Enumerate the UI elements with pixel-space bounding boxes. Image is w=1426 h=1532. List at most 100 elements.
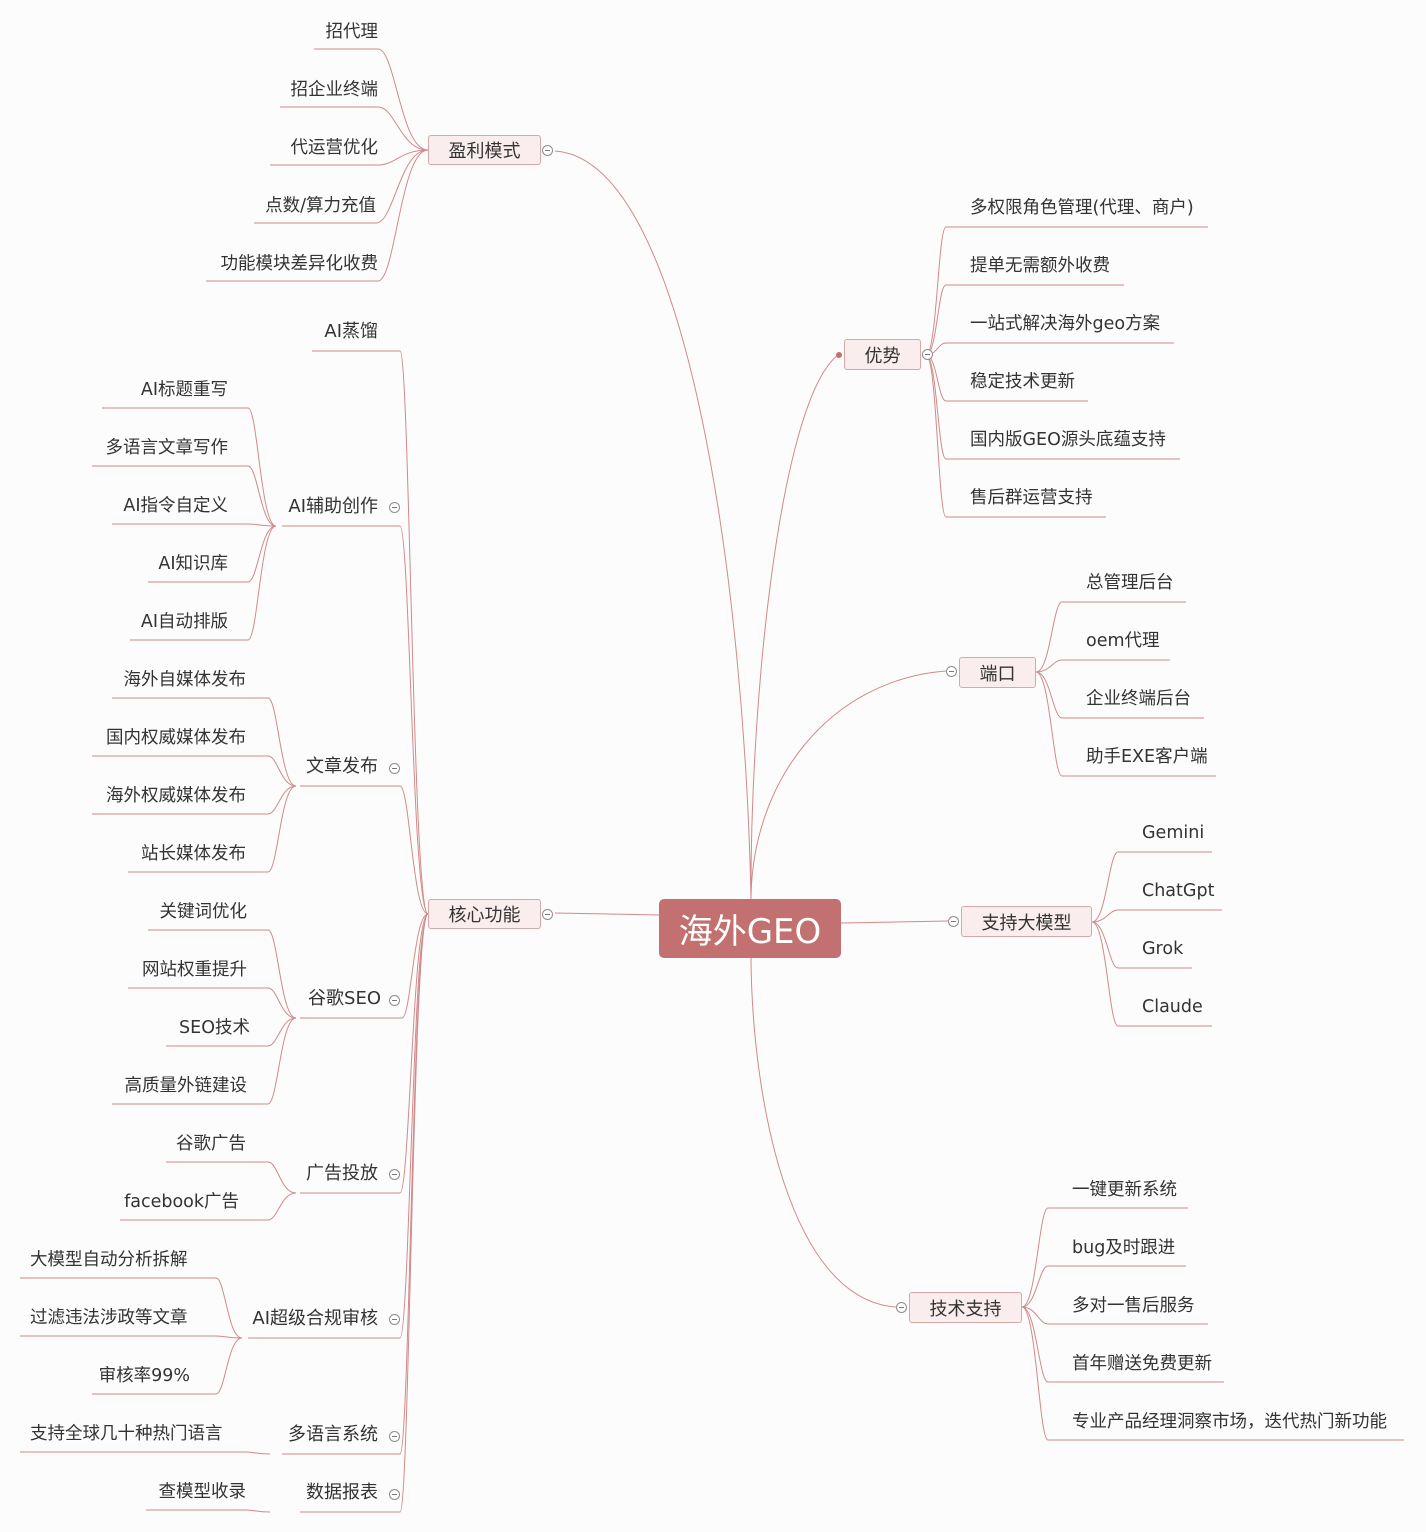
audit-item: 大模型自动分析拆解 <box>30 1250 188 1270</box>
profit-item: 代运营优化 <box>290 138 379 158</box>
trunk-connector <box>750 670 947 900</box>
collapse-ports-icon[interactable] <box>946 666 957 677</box>
collapse-advantage-icon[interactable] <box>922 349 933 360</box>
trunk-connector <box>840 920 949 924</box>
collapse-multilang-icon[interactable] <box>389 1431 400 1442</box>
branch-profit-node[interactable]: 盈利模式 <box>428 135 541 165</box>
leaf-connector <box>925 226 1208 356</box>
assist-item: AI标题重写 <box>140 380 228 400</box>
collapse-support-icon[interactable] <box>896 1302 907 1313</box>
leaf-connector <box>248 913 429 1339</box>
leaf-connector <box>1021 1207 1188 1308</box>
advantage-item: 一站式解决海外geo方案 <box>970 314 1161 334</box>
leaf-connector <box>148 525 277 583</box>
publish-item: 海外自媒体发布 <box>123 670 247 690</box>
leaf-connector <box>120 1192 297 1221</box>
leaf-connector <box>1091 851 1212 923</box>
collapse-assist-icon[interactable] <box>389 502 400 513</box>
support-item: 专业产品经理洞察市场，迭代热门新功能 <box>1072 1412 1387 1432</box>
core-seo-node[interactable]: 谷歌SEO <box>308 988 381 1009</box>
branch-support-node[interactable]: 技术支持 <box>909 1292 1022 1323</box>
leaf-connector <box>300 913 429 1019</box>
assist-item: AI自动排版 <box>140 612 228 632</box>
collapse-ads-icon[interactable] <box>389 1169 400 1180</box>
leaf-connector <box>1091 921 1192 969</box>
leaf-connector <box>206 149 429 282</box>
audit-item: 过滤违法涉政等文章 <box>30 1308 188 1328</box>
trunk-connector <box>554 150 752 900</box>
leaf-connector <box>925 354 1180 460</box>
seo-item: 关键词优化 <box>159 902 248 922</box>
models-item: Grok <box>1142 939 1184 959</box>
support-item: 首年赠送免费更新 <box>1072 1354 1212 1374</box>
advantage-item: 稳定技术更新 <box>970 372 1075 392</box>
collapse-report-icon[interactable] <box>389 1489 400 1500</box>
core-distill-node[interactable]: AI蒸馏 <box>324 321 378 342</box>
ports-item: oem代理 <box>1086 631 1160 651</box>
leaf-connector <box>148 929 297 1019</box>
branch-advantage-node[interactable]: 优势 <box>844 339 921 370</box>
leaf-connector <box>112 523 277 527</box>
collapse-publish-icon[interactable] <box>389 763 400 774</box>
audit-item: 审核率99% <box>98 1366 190 1386</box>
leaf-connector <box>314 48 429 151</box>
leaf-connector <box>280 106 429 151</box>
collapse-models-icon[interactable] <box>948 916 959 927</box>
center-node[interactable]: 海外GEO <box>659 899 841 958</box>
leaf-connector <box>300 785 429 915</box>
advantage-item: 提单无需额外收费 <box>970 256 1110 276</box>
models-item: ChatGpt <box>1142 881 1215 901</box>
core-report-node[interactable]: 数据报表 <box>306 1482 378 1503</box>
seo-item: 高质量外链建设 <box>124 1076 248 1096</box>
core-ads-node[interactable]: 广告投放 <box>306 1163 378 1184</box>
leaf-connector <box>1021 1265 1186 1308</box>
collapse-profit-icon[interactable] <box>542 145 553 156</box>
assist-item: AI指令自定义 <box>123 496 228 516</box>
trunk-connector <box>554 912 660 916</box>
ads-item: 谷歌广告 <box>176 1134 246 1154</box>
branch-ports-node[interactable]: 端口 <box>959 657 1036 688</box>
leaf-connector <box>102 407 277 527</box>
leaf-connector <box>300 913 429 1513</box>
core-audit-node[interactable]: AI超级合规审核 <box>252 1308 378 1329</box>
leaf-connector <box>925 354 1106 518</box>
leaf-connector <box>1091 909 1222 923</box>
leaf-connector <box>146 1509 271 1513</box>
leaf-connector <box>1091 921 1212 1027</box>
ports-item: 助手EXE客户端 <box>1086 747 1208 767</box>
ports-item: 企业终端后台 <box>1086 689 1191 709</box>
profit-item: 招代理 <box>325 22 379 42</box>
profit-item: 点数/算力充值 <box>265 196 376 216</box>
leaf-connector <box>166 1017 297 1047</box>
advantage-item: 多权限角色管理(代理、商户) <box>970 198 1194 218</box>
collapse-audit-icon[interactable] <box>389 1314 400 1325</box>
leaf-connector <box>92 755 297 787</box>
leaf-connector <box>92 465 277 527</box>
support-item: 多对一售后服务 <box>1072 1296 1195 1316</box>
core-publish-node[interactable]: 文章发布 <box>306 756 378 777</box>
ports-item: 总管理后台 <box>1086 573 1174 593</box>
branch-core-node[interactable]: 核心功能 <box>428 899 541 929</box>
leaf-connector <box>20 1335 243 1339</box>
support-item: 一键更新系统 <box>1072 1180 1177 1200</box>
leaf-connector <box>1021 1306 1404 1441</box>
leaf-connector <box>20 1451 271 1455</box>
branch-models-node[interactable]: 支持大模型 <box>961 906 1092 937</box>
core-assist-node[interactable]: AI辅助创作 <box>288 496 378 517</box>
advantage-item: 国内版GEO源头底蕴支持 <box>970 430 1166 450</box>
leaf-connector <box>20 1277 243 1339</box>
leaf-connector <box>282 525 429 915</box>
leaf-connector <box>270 149 429 166</box>
publish-item: 国内权威媒体发布 <box>106 728 246 748</box>
advantage-item: 售后群运营支持 <box>970 488 1093 508</box>
leaf-connector <box>128 987 297 1019</box>
ads-item: facebook广告 <box>124 1192 239 1212</box>
leaf-connector <box>300 913 429 1194</box>
core-multilang-node[interactable]: 多语言系统 <box>288 1424 378 1445</box>
leaf-connector <box>166 1161 297 1194</box>
models-item: Claude <box>1142 997 1203 1017</box>
collapse-seo-icon[interactable] <box>389 995 400 1006</box>
collapse-core-icon[interactable] <box>542 909 553 920</box>
